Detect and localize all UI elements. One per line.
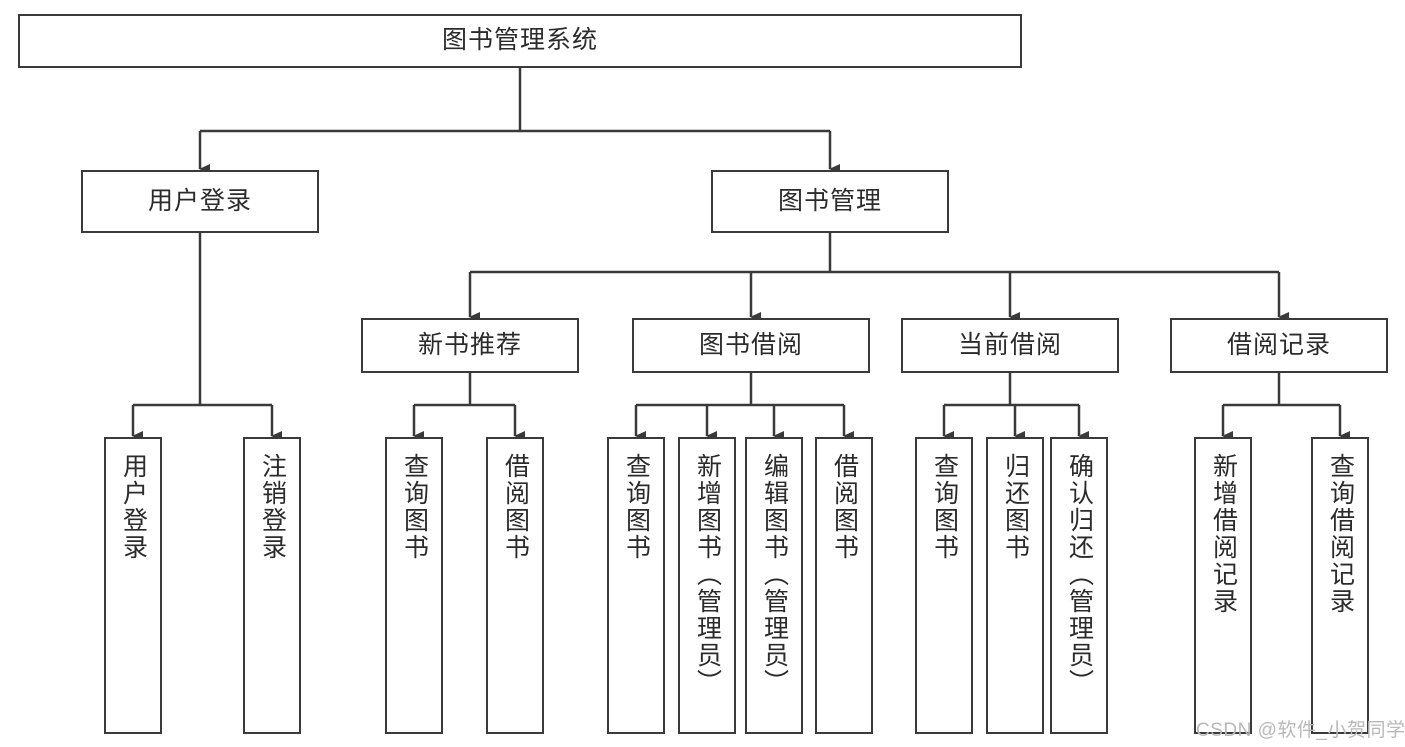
node-leaf-add-book-label: 新增图书（管理员） xyxy=(693,453,722,696)
csdn-watermark: CSDN @软件_小贺同学 xyxy=(1196,720,1405,741)
node-leaf-user-login-label: 用户登录 xyxy=(119,453,148,561)
node-user-login-label: 用户登录 xyxy=(147,186,252,215)
node-leaf-query-record[interactable]: 查询借阅记录 xyxy=(1311,437,1369,734)
node-borrow-record[interactable]: 借阅记录 xyxy=(1170,318,1388,373)
node-book-borrow-label: 图书借阅 xyxy=(698,330,803,359)
node-leaf-borrow-book-1-label: 借阅图书 xyxy=(501,453,530,561)
node-leaf-query-book-3[interactable]: 查询图书 xyxy=(915,437,973,734)
node-book-borrow[interactable]: 图书借阅 xyxy=(632,318,870,373)
node-leaf-confirm-return[interactable]: 确认归还（管理员） xyxy=(1050,437,1108,734)
node-root-label: 图书管理系统 xyxy=(441,26,598,55)
node-root[interactable]: 图书管理系统 xyxy=(18,14,1022,68)
node-leaf-query-book-2-label: 查询图书 xyxy=(622,453,651,561)
node-leaf-query-book-2[interactable]: 查询图书 xyxy=(607,437,665,734)
node-leaf-logout-label: 注销登录 xyxy=(258,453,287,561)
node-leaf-borrow-book-2-label: 借阅图书 xyxy=(830,453,859,561)
node-leaf-add-record[interactable]: 新增借阅记录 xyxy=(1194,437,1252,734)
node-leaf-query-book-1[interactable]: 查询图书 xyxy=(385,437,443,734)
node-book-manage-label: 图书管理 xyxy=(777,186,882,215)
node-user-login[interactable]: 用户登录 xyxy=(81,170,319,233)
node-current-borrow[interactable]: 当前借阅 xyxy=(901,318,1119,373)
node-borrow-record-label: 借阅记录 xyxy=(1226,330,1331,359)
node-leaf-query-book-3-label: 查询图书 xyxy=(930,453,959,561)
node-leaf-add-record-label: 新增借阅记录 xyxy=(1209,453,1238,615)
node-leaf-query-record-label: 查询借阅记录 xyxy=(1326,453,1355,615)
node-book-manage[interactable]: 图书管理 xyxy=(711,170,949,233)
node-leaf-confirm-return-label: 确认归还（管理员） xyxy=(1065,453,1094,696)
node-leaf-edit-book[interactable]: 编辑图书（管理员） xyxy=(745,437,803,734)
node-leaf-return-book-label: 归还图书 xyxy=(1001,453,1030,561)
node-leaf-borrow-book-1[interactable]: 借阅图书 xyxy=(486,437,544,734)
node-leaf-query-book-1-label: 查询图书 xyxy=(400,453,429,561)
node-leaf-return-book[interactable]: 归还图书 xyxy=(986,437,1044,734)
node-leaf-user-login[interactable]: 用户登录 xyxy=(104,437,162,734)
node-new-book-recommend-label: 新书推荐 xyxy=(417,330,522,359)
node-leaf-add-book[interactable]: 新增图书（管理员） xyxy=(678,437,736,734)
node-leaf-edit-book-label: 编辑图书（管理员） xyxy=(760,453,789,696)
node-leaf-logout[interactable]: 注销登录 xyxy=(243,437,301,734)
node-current-borrow-label: 当前借阅 xyxy=(957,330,1062,359)
node-new-book-recommend[interactable]: 新书推荐 xyxy=(361,318,579,373)
node-leaf-borrow-book-2[interactable]: 借阅图书 xyxy=(815,437,873,734)
